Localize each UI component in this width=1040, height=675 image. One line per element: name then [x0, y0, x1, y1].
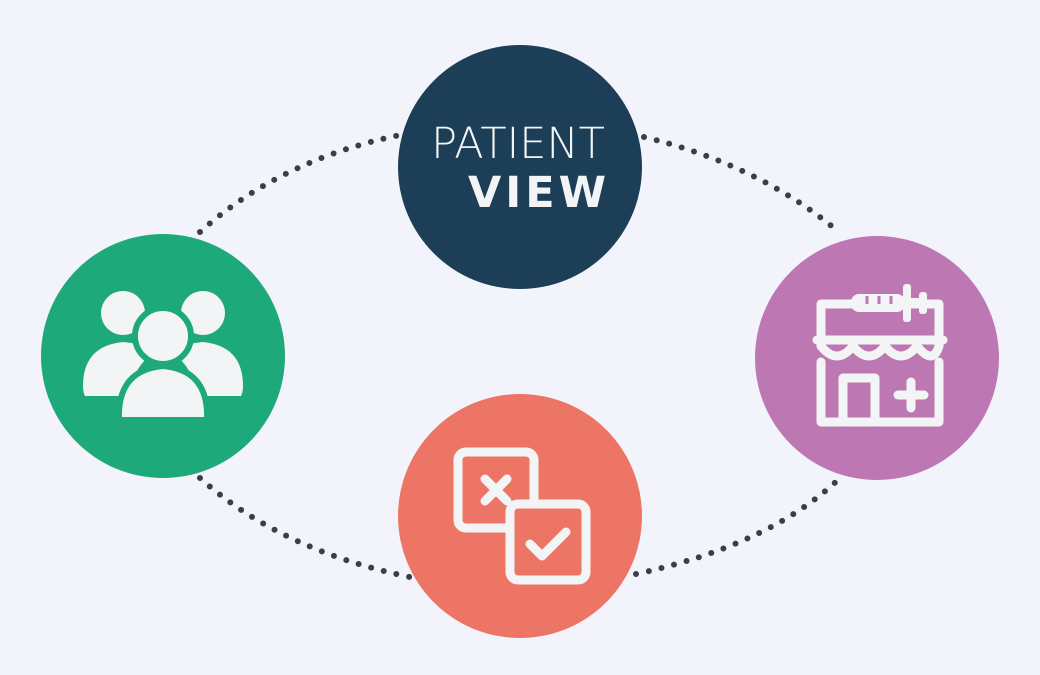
logo-text-view: VIEW — [468, 168, 611, 218]
pharmacy-store-icon — [812, 284, 948, 427]
connector-bottom-left — [197, 475, 413, 580]
connector-top-left — [197, 132, 403, 235]
connector-bottom-right — [633, 475, 843, 577]
connector-top-right — [641, 134, 843, 236]
logo-text-patient: PATIENT — [431, 119, 605, 169]
decision-node — [398, 394, 642, 638]
pharmacy-node — [755, 236, 999, 480]
yes-no-checkbox-icon — [453, 447, 591, 585]
people-group-icon — [83, 291, 243, 423]
patient-view-node: PATIENT VIEW — [398, 45, 642, 289]
patients-node — [41, 234, 285, 478]
